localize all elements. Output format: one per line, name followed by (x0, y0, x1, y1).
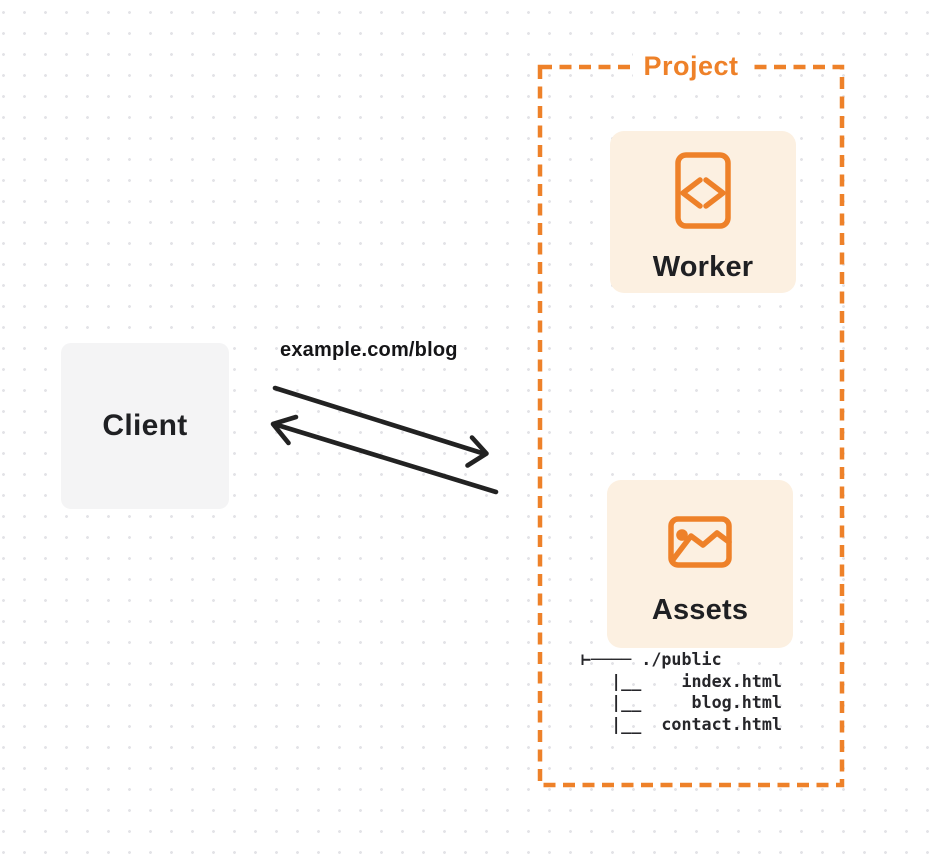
project-group-label: Project (540, 51, 842, 82)
worker-card: Worker (610, 131, 796, 293)
request-arrow (272, 385, 489, 468)
assets-file-tree: ⊢──── ./public |__ index.html |__ blog.h… (581, 649, 782, 735)
image-icon (668, 516, 732, 568)
client-box: Client (61, 343, 229, 509)
response-arrow (270, 414, 499, 495)
worker-label: Worker (652, 251, 754, 283)
assets-label: Assets (651, 594, 749, 626)
request-url-label: example.com/blog (280, 339, 458, 361)
code-file-icon (675, 152, 731, 229)
assets-card: Assets (607, 480, 793, 648)
client-label: Client (102, 409, 188, 442)
